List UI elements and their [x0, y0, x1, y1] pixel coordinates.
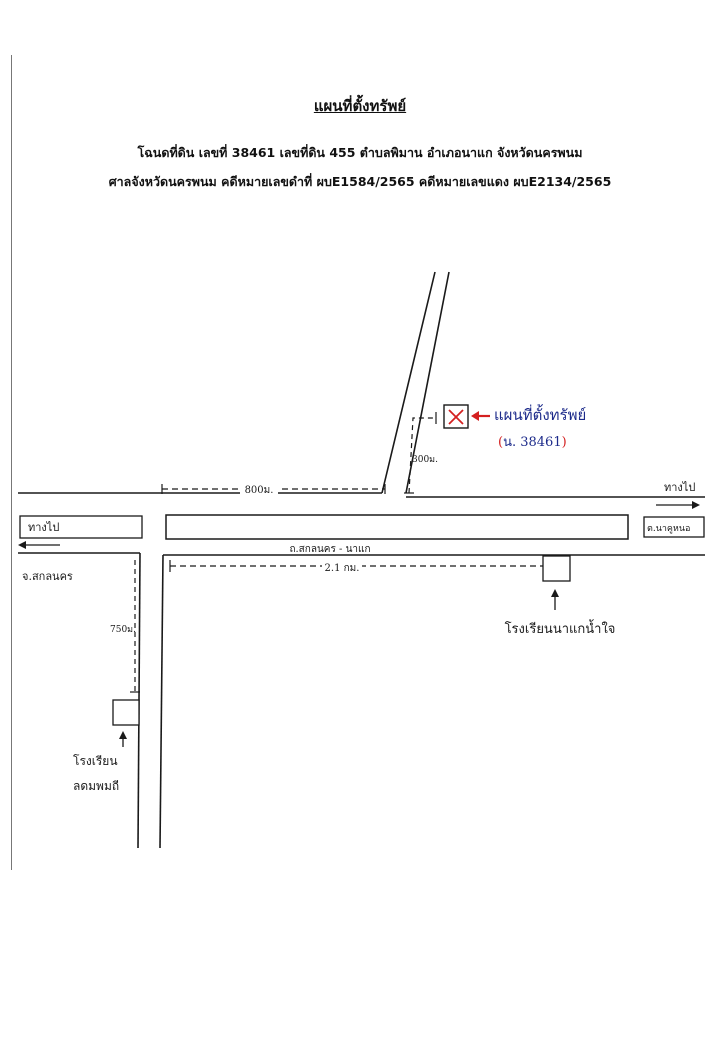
- direction-label-left: ทางไป: [28, 521, 59, 534]
- school-left-label-line2: ลดมพมถี: [73, 779, 119, 793]
- distance-800-label-bg: [240, 482, 278, 496]
- deed-info-line: โฉนดที่ดิน เลขที่ 38461 เลขที่ดิน 455 ตำ…: [137, 145, 583, 160]
- case-info-line: ศาลจังหวัดนครพนม คดีหมายเลขดำที่ ผบE1584…: [108, 174, 612, 189]
- destination-left-label: จ.สกลนคร: [22, 570, 73, 583]
- school-left-label-line1: โรงเรียน: [73, 754, 118, 768]
- property-label: แผนที่ตั้งทรัพย์: [494, 404, 586, 424]
- deed-paren-close: ): [562, 435, 567, 450]
- direction-arrow-right-head: [692, 501, 700, 509]
- distance-800-label: 800ม.: [245, 485, 274, 496]
- property-arrow-head: [471, 411, 479, 421]
- right-destination-box: [643, 516, 705, 538]
- road-median: [165, 514, 629, 540]
- distance-300-label: 300ม.: [412, 455, 438, 465]
- deed-paren-open: (: [498, 435, 503, 450]
- north-road-left-edge: [381, 271, 436, 494]
- school-left-arrow-head: [119, 731, 127, 739]
- page-margin-line: [11, 55, 12, 870]
- road-name-label: ถ.สกลนคร - นาแก: [289, 544, 370, 555]
- school-right-marker: [542, 555, 571, 582]
- distance-750-label: 750ม.: [110, 625, 136, 635]
- map-title: แผนที่ตั้งทรัพย์: [313, 97, 407, 115]
- distance-2-1km-label: 2.1 กม.: [325, 563, 360, 574]
- deed-number-label: (น. 38461): [498, 435, 567, 450]
- school-right-label: โรงเรียนนาแกน้ำใจ: [505, 619, 616, 637]
- property-x-mark-b: [448, 409, 464, 425]
- north-road-right-edge: [405, 271, 450, 494]
- distance-2-1km-label-bg: [322, 559, 362, 573]
- school-right-arrow-head: [551, 589, 559, 597]
- school-left-marker: [112, 699, 140, 726]
- direction-label-right: ทางไป: [664, 481, 695, 494]
- destination-right-label: ต.นาคูหนอ: [647, 524, 690, 534]
- south-road-right-edge: [159, 554, 164, 849]
- left-median-box: [19, 515, 143, 539]
- deed-number: น. 38461: [503, 435, 562, 450]
- direction-arrow-left-head: [18, 541, 26, 549]
- distance-300-path: [408, 417, 436, 494]
